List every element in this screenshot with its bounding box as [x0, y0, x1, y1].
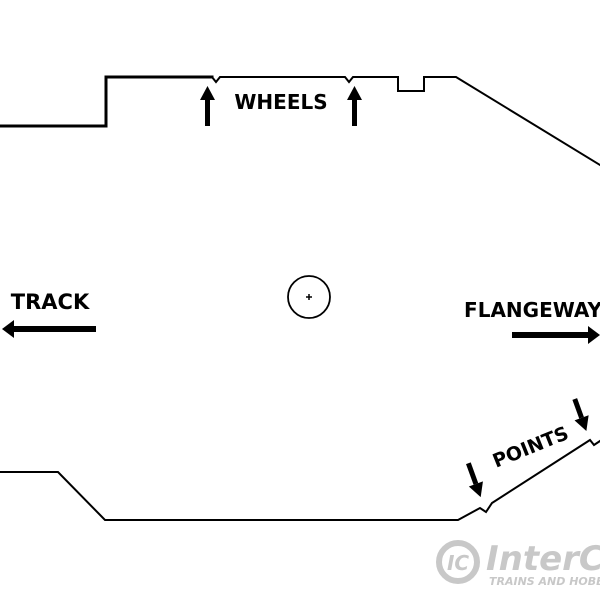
wheels-arrow-right-icon: [347, 86, 362, 126]
top-outline-right: [210, 75, 600, 167]
track-arrow-icon: [2, 320, 96, 338]
watermark-tagline: TRAINS AND HOBBIE: [489, 575, 600, 588]
watermark-logo-icon: [436, 540, 480, 584]
center-circle: [287, 275, 331, 319]
flangeway-label: FLANGEWAY: [464, 298, 600, 322]
points-arrow-left-icon: [466, 462, 483, 498]
points-label: POINTS: [490, 422, 572, 472]
wheels-label: WHEELS: [234, 90, 327, 114]
watermark-logo-text: IC: [447, 551, 469, 575]
top-outline-left: [0, 75, 214, 128]
bottom-outline: [0, 438, 600, 521]
watermark-name: InterCi: [486, 539, 600, 579]
wheels-arrow-left-icon: [200, 86, 215, 126]
center-cross-icon: [306, 294, 312, 300]
watermark: IC InterCi TRAINS AND HOBBIE: [436, 539, 600, 588]
flangeway-arrow-icon: [512, 326, 600, 344]
track-label: TRACK: [11, 290, 90, 314]
points-arrow-right-icon: [572, 398, 589, 431]
